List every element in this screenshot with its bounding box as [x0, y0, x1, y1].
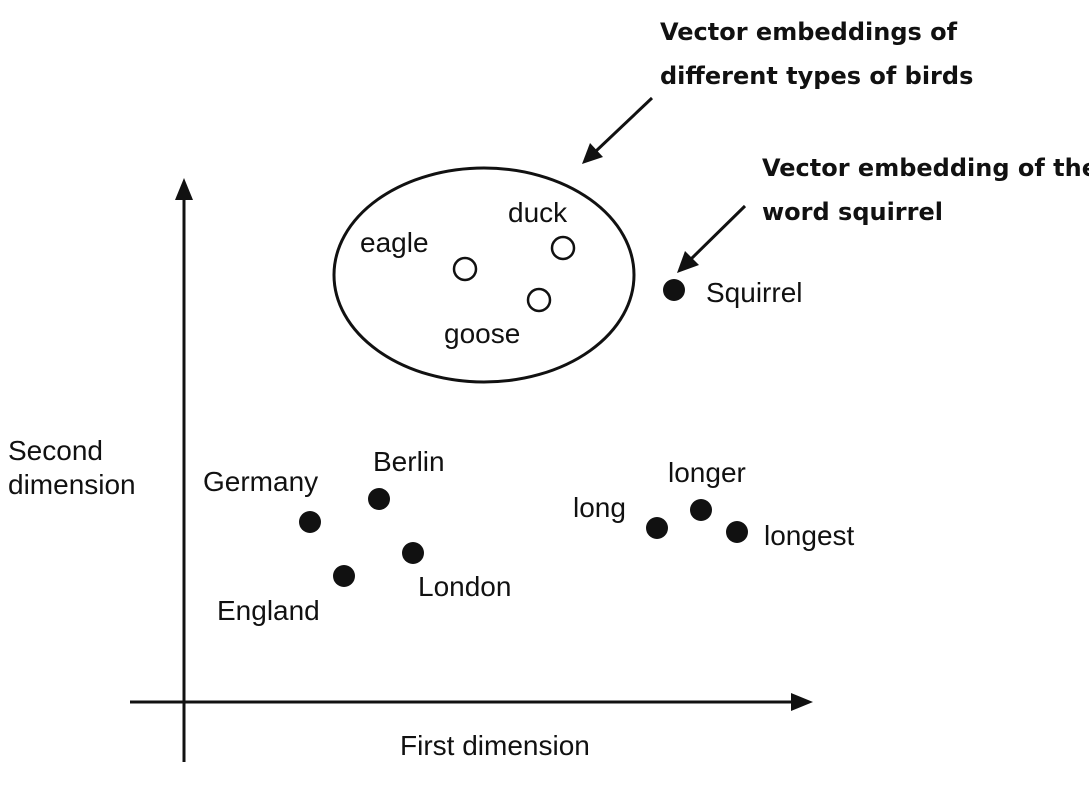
point-london: [402, 542, 424, 564]
label-longer: longer: [668, 457, 746, 488]
label-london: London: [418, 571, 511, 602]
squirrel-annotation-line-1: Vector embedding of the: [762, 154, 1089, 182]
points: [299, 235, 748, 587]
label-longest: longest: [764, 520, 855, 551]
point-berlin: [368, 488, 390, 510]
point-labels: eagle duck goose Squirrel Germany Berlin…: [203, 197, 855, 626]
label-germany: Germany: [203, 466, 318, 497]
bird-annotation-line-2: different types of birds: [660, 62, 973, 90]
point-england: [333, 565, 355, 587]
bird-annotation-arrowhead: [582, 143, 603, 164]
point-longest: [726, 521, 748, 543]
bird-annotation-line-1: Vector embeddings of: [660, 18, 958, 46]
y-axis-label-line-1: Second: [8, 435, 103, 466]
point-squirrel: [663, 279, 685, 301]
point-long: [646, 517, 668, 539]
label-long: long: [573, 492, 626, 523]
label-goose: goose: [444, 318, 520, 349]
point-eagle: [452, 256, 478, 282]
point-longer: [690, 499, 712, 521]
y-axis-label-line-2: dimension: [8, 469, 136, 500]
squirrel-annotation-arrowhead: [677, 251, 699, 273]
label-berlin: Berlin: [373, 446, 445, 477]
label-eagle: eagle: [360, 227, 429, 258]
axes: [130, 178, 813, 762]
point-duck: [550, 235, 576, 261]
x-axis-label: First dimension: [400, 730, 590, 761]
point-goose: [526, 287, 552, 313]
squirrel-annotation: Vector embedding of the word squirrel: [677, 154, 1089, 273]
bird-annotation-arrow: [593, 96, 654, 154]
label-england: England: [217, 595, 320, 626]
bird-cluster-ellipse: [332, 166, 636, 384]
label-squirrel: Squirrel: [706, 277, 802, 308]
squirrel-annotation-line-2: word squirrel: [762, 198, 943, 226]
y-axis-arrowhead: [175, 178, 193, 200]
squirrel-annotation-arrow: [688, 204, 747, 262]
x-axis-arrowhead: [791, 693, 813, 711]
point-germany: [299, 511, 321, 533]
label-duck: duck: [508, 197, 568, 228]
bird-annotation: Vector embeddings of different types of …: [582, 18, 973, 164]
